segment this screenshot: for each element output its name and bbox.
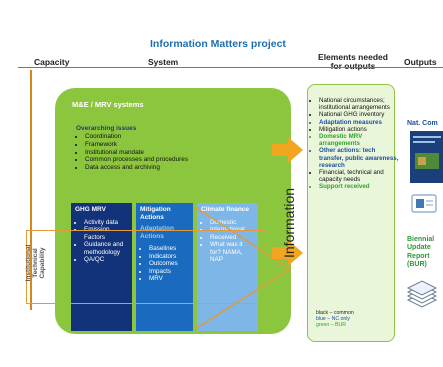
header-divider [18, 67, 443, 68]
document-stack-icon [411, 194, 437, 213]
overarching-item: Framework [85, 141, 290, 149]
diagram-title: Information Matters project [150, 38, 286, 50]
column-item: International [210, 226, 254, 234]
column-item: Baselines [149, 245, 189, 253]
output-natcom-label: Nat. Com [407, 120, 438, 127]
bur-line: Report [407, 252, 430, 260]
overarching-item: Common processes and procedures [85, 156, 290, 164]
paper-stack-icon [406, 280, 438, 308]
legend-nc: blue – NC only [316, 316, 351, 323]
element-item: Domestic MRV arrangements [319, 133, 401, 147]
overarching-list: Coordination Framework Institutional man… [76, 133, 290, 172]
arrow-right-icon [272, 240, 303, 266]
column-item: Impacts [149, 268, 189, 276]
element-item: Mitigation actions [319, 126, 401, 133]
element-item: National circumstances; institutional ar… [319, 97, 401, 111]
elements-box [307, 84, 395, 342]
column-list: Baselines Indicators Outcomes Impacts MR… [140, 245, 189, 283]
header-capacity: Capacity [34, 57, 70, 67]
legend-common: black – common [316, 310, 354, 316]
column-item: Guidance and methodology [84, 241, 128, 256]
element-item: Adaptation measures [319, 119, 401, 126]
institutional-capability-text: Institutional Technical Capability [25, 244, 46, 282]
bur-line: (BUR) [407, 260, 427, 268]
element-item: Other actions: tech transfer, public awa… [319, 147, 401, 169]
institutional-capability-label: Institutional Technical Capability [20, 240, 58, 295]
natcom-report-cover [410, 131, 443, 183]
capacity-line [30, 70, 32, 310]
overarching-item: Coordination [85, 133, 290, 141]
bur-line: Update [407, 244, 431, 252]
column-item: Outcomes [149, 260, 189, 268]
bur-line: Biennial [407, 236, 435, 243]
information-funnel [194, 206, 292, 330]
overarching-item: Institutional mandate [85, 149, 290, 157]
header-elements: Elements needed for outputs [313, 53, 393, 71]
color-legend: black – common blue – NC only green – BU… [316, 310, 354, 329]
header-elements-line1: Elements needed [318, 52, 388, 62]
column-item: Activity data [84, 219, 128, 227]
column-item: Emission Factors [84, 226, 128, 241]
column-item: Received [210, 234, 254, 242]
element-item: Financial, technical and capacity needs [319, 169, 401, 183]
column-item: QA/QC [84, 256, 128, 264]
mitigation-actions-column: Mitigation Actions Adaptation Actions Ba… [136, 203, 193, 331]
header-elements-line2: for outputs [330, 61, 376, 71]
overarching-title: Overarching issues [76, 125, 137, 132]
legend-bur: green – BUR [316, 322, 346, 329]
element-item: National GHG inventory [319, 111, 401, 118]
overarching-item: Data access and archiving [85, 164, 290, 172]
system-box-title: M&E / MRV systems [72, 100, 144, 109]
column-subtitle: Adaptation Actions [140, 225, 174, 240]
column-list: Domestic International Received What was… [201, 219, 254, 264]
header-outputs: Outputs [404, 57, 437, 67]
column-item: What was it for? NAMA, NAP [210, 241, 254, 264]
output-bur-label: Biennial Update Report (BUR) [407, 236, 434, 269]
column-title: Climate finance [201, 206, 250, 213]
climate-finance-column: Climate finance Domestic International R… [197, 203, 258, 331]
information-label: Information [281, 187, 297, 258]
elements-list: National circumstances; institutional ar… [311, 97, 401, 191]
column-title: GHG MRV [75, 206, 106, 213]
element-item: Support received [319, 183, 401, 190]
header-system: System [148, 57, 179, 67]
column-item: MRV [149, 275, 189, 283]
institutional-capability-frame [26, 230, 266, 304]
column-title: Mitigation Actions [140, 206, 171, 221]
ghg-mrv-column: GHG MRV Activity data Emission Factors G… [71, 203, 132, 331]
column-list: Activity data Emission Factors Guidance … [75, 219, 128, 264]
column-item: Domestic [210, 219, 254, 227]
arrow-right-icon [272, 137, 303, 163]
column-item: Indicators [149, 253, 189, 261]
